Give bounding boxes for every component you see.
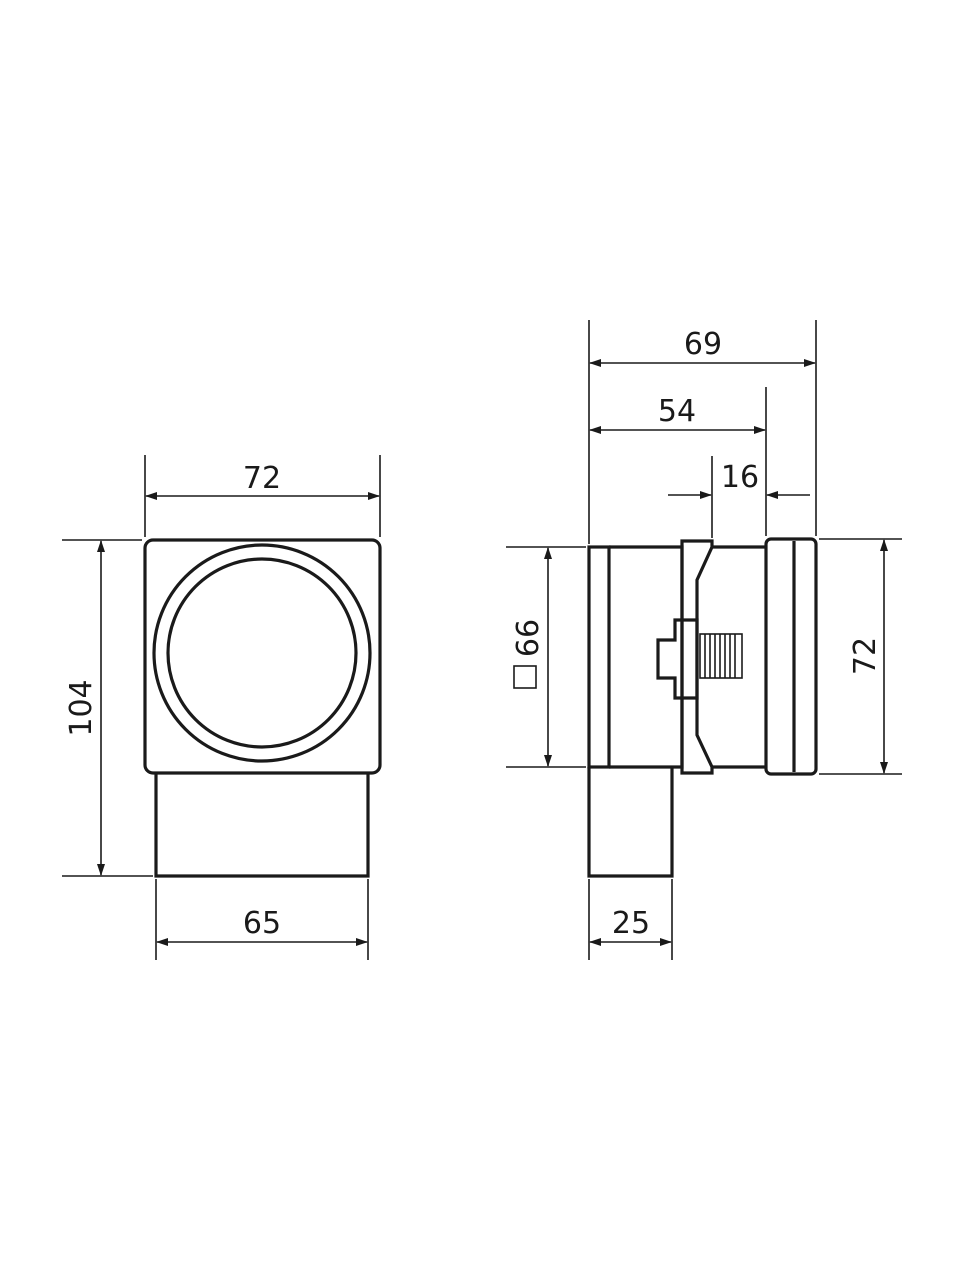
clamp-profile bbox=[680, 539, 714, 775]
front-lower-body bbox=[154, 773, 370, 878]
clamp-screw-tab bbox=[656, 618, 699, 700]
side-view: 69 54 16 66 72 25 bbox=[506, 320, 902, 960]
front-view: 72 104 65 bbox=[62, 455, 382, 960]
dim-label-cutout: 66 bbox=[511, 619, 546, 657]
square-symbol-icon bbox=[513, 665, 537, 689]
dim-label-base-depth: 25 bbox=[612, 906, 650, 941]
dim-label-height-total: 104 bbox=[64, 679, 99, 736]
dim-label-width-bottom: 65 bbox=[243, 906, 281, 941]
side-base-block bbox=[587, 767, 674, 878]
bezel-inner-ring bbox=[166, 557, 358, 749]
front-bezel bbox=[764, 537, 818, 776]
clamp-screw-thread bbox=[699, 633, 743, 679]
dim-label-front-height: 72 bbox=[848, 637, 883, 675]
dim-label-width-top: 72 bbox=[243, 461, 281, 496]
rear-plate bbox=[587, 545, 611, 769]
bezel-outer-ring bbox=[152, 543, 372, 763]
dim-label-depth-total: 69 bbox=[684, 327, 722, 362]
side-body bbox=[609, 545, 684, 769]
front-housing bbox=[143, 538, 382, 775]
dim-label-clamp-width: 16 bbox=[721, 460, 759, 495]
dim-label-depth-body: 54 bbox=[658, 394, 696, 429]
